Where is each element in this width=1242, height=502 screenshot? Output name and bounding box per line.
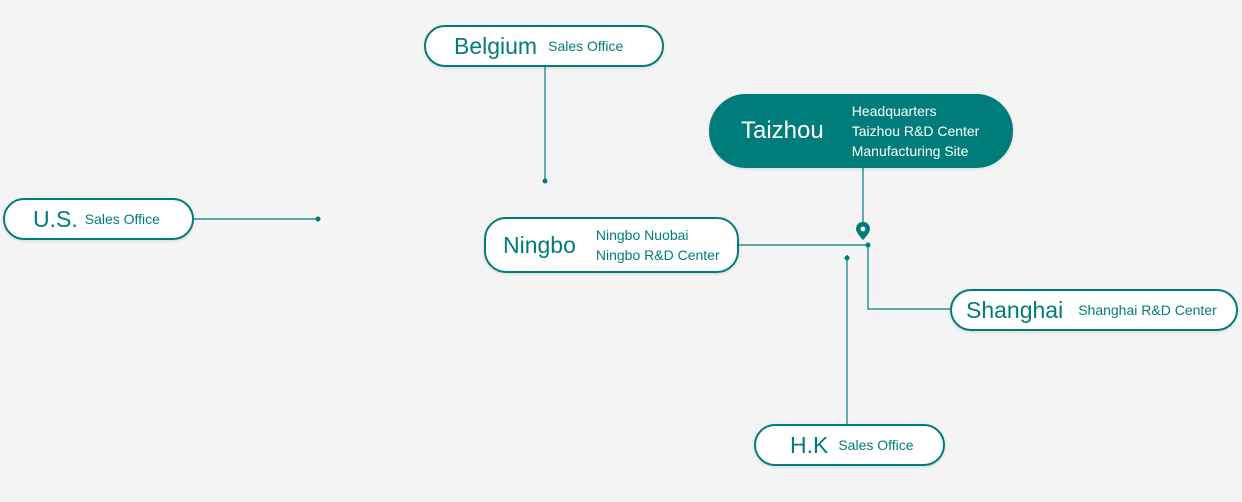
endpoint-dot-hk [844, 255, 850, 261]
location-taizhou: Taizhou Headquarters Taizhou R&D Center … [709, 94, 1013, 168]
city-name: U.S. [33, 205, 78, 232]
city-name: Taizhou [741, 117, 824, 144]
description-line: Sales Office [548, 38, 624, 54]
description-line: Ningbo Nuobai [595, 227, 689, 243]
description-line: Sales Office [84, 211, 160, 227]
location-belgium: Belgium Sales Office [424, 25, 664, 67]
location-shanghai: Shanghai Shanghai R&D Center [950, 289, 1238, 331]
description-line: Sales Office [838, 437, 914, 453]
description-line: Ningbo R&D Center [595, 247, 720, 263]
location-description: Headquarters Taizhou R&D Center Manufact… [852, 101, 980, 161]
endpoint-dot-belgium [542, 178, 548, 184]
description-line: Taizhou R&D Center [851, 123, 980, 139]
location-hk: H.K Sales Office [754, 424, 945, 466]
location-description: Shanghai R&D Center [1078, 300, 1217, 320]
location-us: U.S. Sales Office [3, 198, 194, 240]
location-description: Sales Office [838, 435, 913, 455]
map-pin-icon [856, 222, 870, 240]
location-description: Sales Office [548, 36, 623, 56]
description-line: Shanghai R&D Center [1078, 302, 1217, 318]
location-description: Sales Office [85, 209, 160, 229]
city-name: H.K [790, 431, 829, 458]
location-description: Ningbo Nuobai Ningbo R&D Center [596, 225, 720, 265]
endpoint-dot-us [315, 216, 321, 222]
description-line: Manufacturing Site [851, 143, 969, 159]
location-ningbo: Ningbo Ningbo Nuobai Ningbo R&D Center [484, 217, 739, 273]
connector-shanghai [867, 245, 950, 310]
city-name: Shanghai [966, 296, 1064, 323]
endpoint-dot-hub [865, 242, 871, 248]
description-line: Headquarters [851, 103, 937, 119]
city-name: Ningbo [503, 231, 576, 258]
city-name: Belgium [454, 32, 538, 59]
